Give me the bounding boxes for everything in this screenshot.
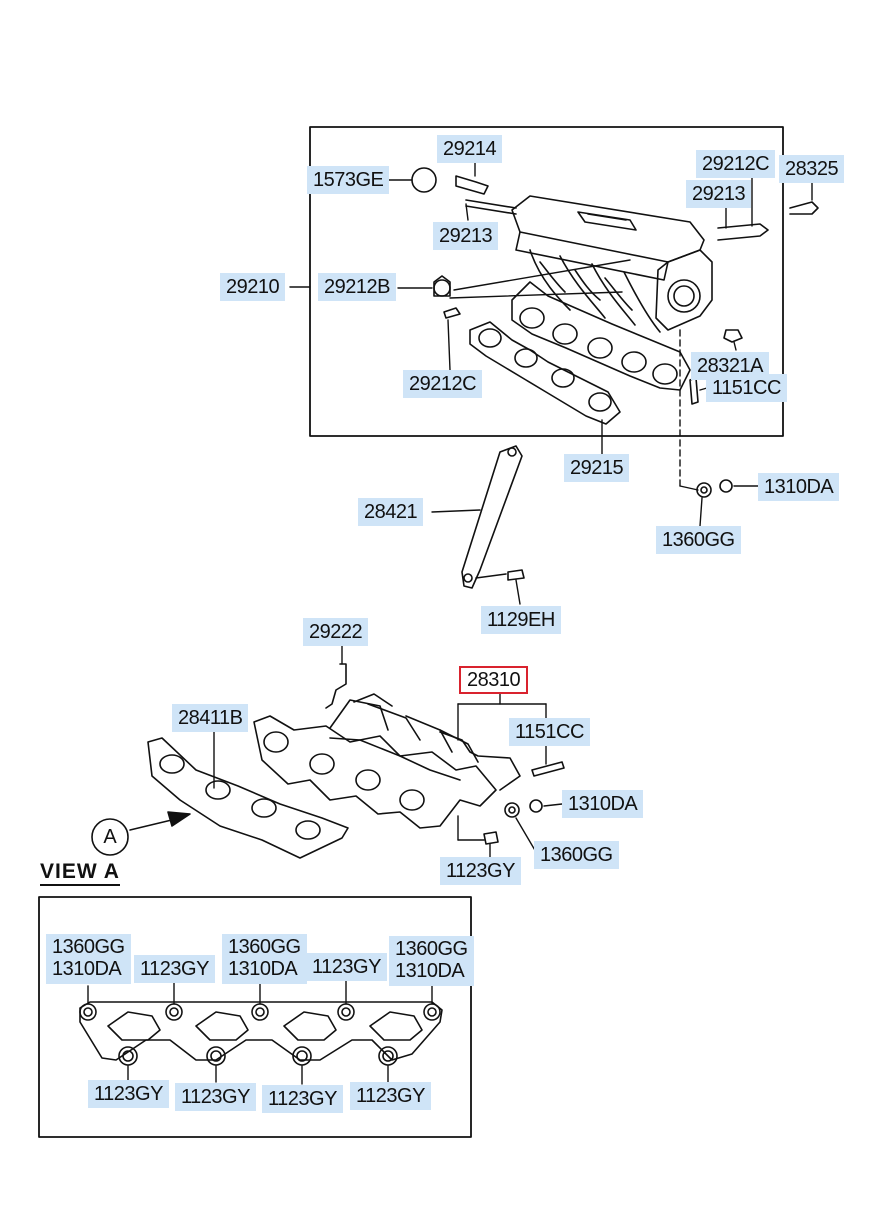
callout-1360GG-top[interactable]: 1360GG	[656, 526, 741, 554]
callout-29212C-mid[interactable]: 29212C	[403, 370, 483, 398]
callout-28310[interactable]: 28310	[459, 666, 529, 694]
callout-29214[interactable]: 29214	[437, 135, 503, 163]
stud-1151CC-top	[689, 377, 699, 405]
callout-29213-left[interactable]: 29213	[433, 222, 499, 250]
view-a-top-label-4[interactable]: 1123GY	[306, 953, 387, 981]
view-a-bottom-label-3[interactable]: 1123GY	[262, 1085, 343, 1113]
intake-manifold-body	[511, 195, 713, 391]
cap-1573GE	[411, 167, 437, 193]
bolt-1123GY	[483, 831, 499, 845]
plug-29214	[455, 175, 489, 195]
bracket-29222	[325, 663, 347, 709]
view-a-bottom-label-4[interactable]: 1123GY	[350, 1082, 431, 1110]
rod-29213-left	[465, 199, 517, 215]
leader-lines	[87, 161, 813, 1085]
callout-1573GE[interactable]: 1573GE	[307, 166, 390, 194]
view-a-title: VIEW A	[40, 860, 120, 886]
gasket-28411B	[147, 737, 349, 859]
view-a-marker-letter: A	[103, 826, 117, 848]
view-a-marker-circle	[91, 818, 129, 856]
bolt-29212B	[433, 279, 451, 297]
callout-29222[interactable]: 29222	[303, 618, 369, 646]
pin-29212C-mid	[443, 307, 461, 319]
callout-28421[interactable]: 28421	[358, 498, 424, 526]
callout-28411B[interactable]: 28411B	[172, 704, 249, 732]
intake-manifold-28310	[253, 693, 521, 829]
upper-assembly-frame	[309, 126, 784, 437]
callout-29210[interactable]: 29210	[220, 273, 286, 301]
stud-1151CC-bottom	[531, 761, 565, 777]
callout-1310DA-bottom[interactable]: 1310DA	[562, 790, 644, 818]
view-a-top-label-2[interactable]: 1123GY	[134, 955, 215, 983]
view-a-bottom-label-2[interactable]: 1123GY	[175, 1083, 256, 1111]
view-a-gasket	[79, 1001, 443, 1066]
callout-29213-right[interactable]: 29213	[686, 180, 752, 208]
pipe-29212C-top	[717, 223, 769, 241]
bolt-28321A	[723, 329, 743, 343]
callout-1310DA-top[interactable]: 1310DA	[758, 473, 840, 501]
view-a-frame	[38, 896, 472, 1138]
callout-1151CC-bottom[interactable]: 1151CC	[509, 718, 590, 746]
callout-1360GG-bottom[interactable]: 1360GG	[534, 841, 619, 869]
callout-1129EH[interactable]: 1129EH	[481, 606, 561, 634]
callout-1151CC-top[interactable]: 1151CC	[706, 374, 787, 402]
gasket-29215	[469, 321, 621, 425]
callout-1123GY-bottom[interactable]: 1123GY	[440, 857, 521, 885]
view-a-arrow	[129, 811, 191, 831]
bolt-1129EH	[507, 569, 525, 581]
callout-28325[interactable]: 28325	[779, 155, 845, 183]
callout-29212C-top[interactable]: 29212C	[696, 150, 776, 178]
washer-1360GG-bottom	[504, 802, 520, 818]
nut-1310DA-top	[719, 479, 733, 493]
callout-29215[interactable]: 29215	[564, 454, 630, 482]
fitting-28325	[789, 201, 819, 215]
view-a-bottom-label-1[interactable]: 1123GY	[88, 1080, 169, 1108]
callout-29212B[interactable]: 29212B	[318, 273, 396, 301]
washer-1360GG-top	[696, 482, 712, 498]
stay-28421	[461, 445, 525, 589]
nut-1310DA-bottom	[529, 799, 543, 813]
